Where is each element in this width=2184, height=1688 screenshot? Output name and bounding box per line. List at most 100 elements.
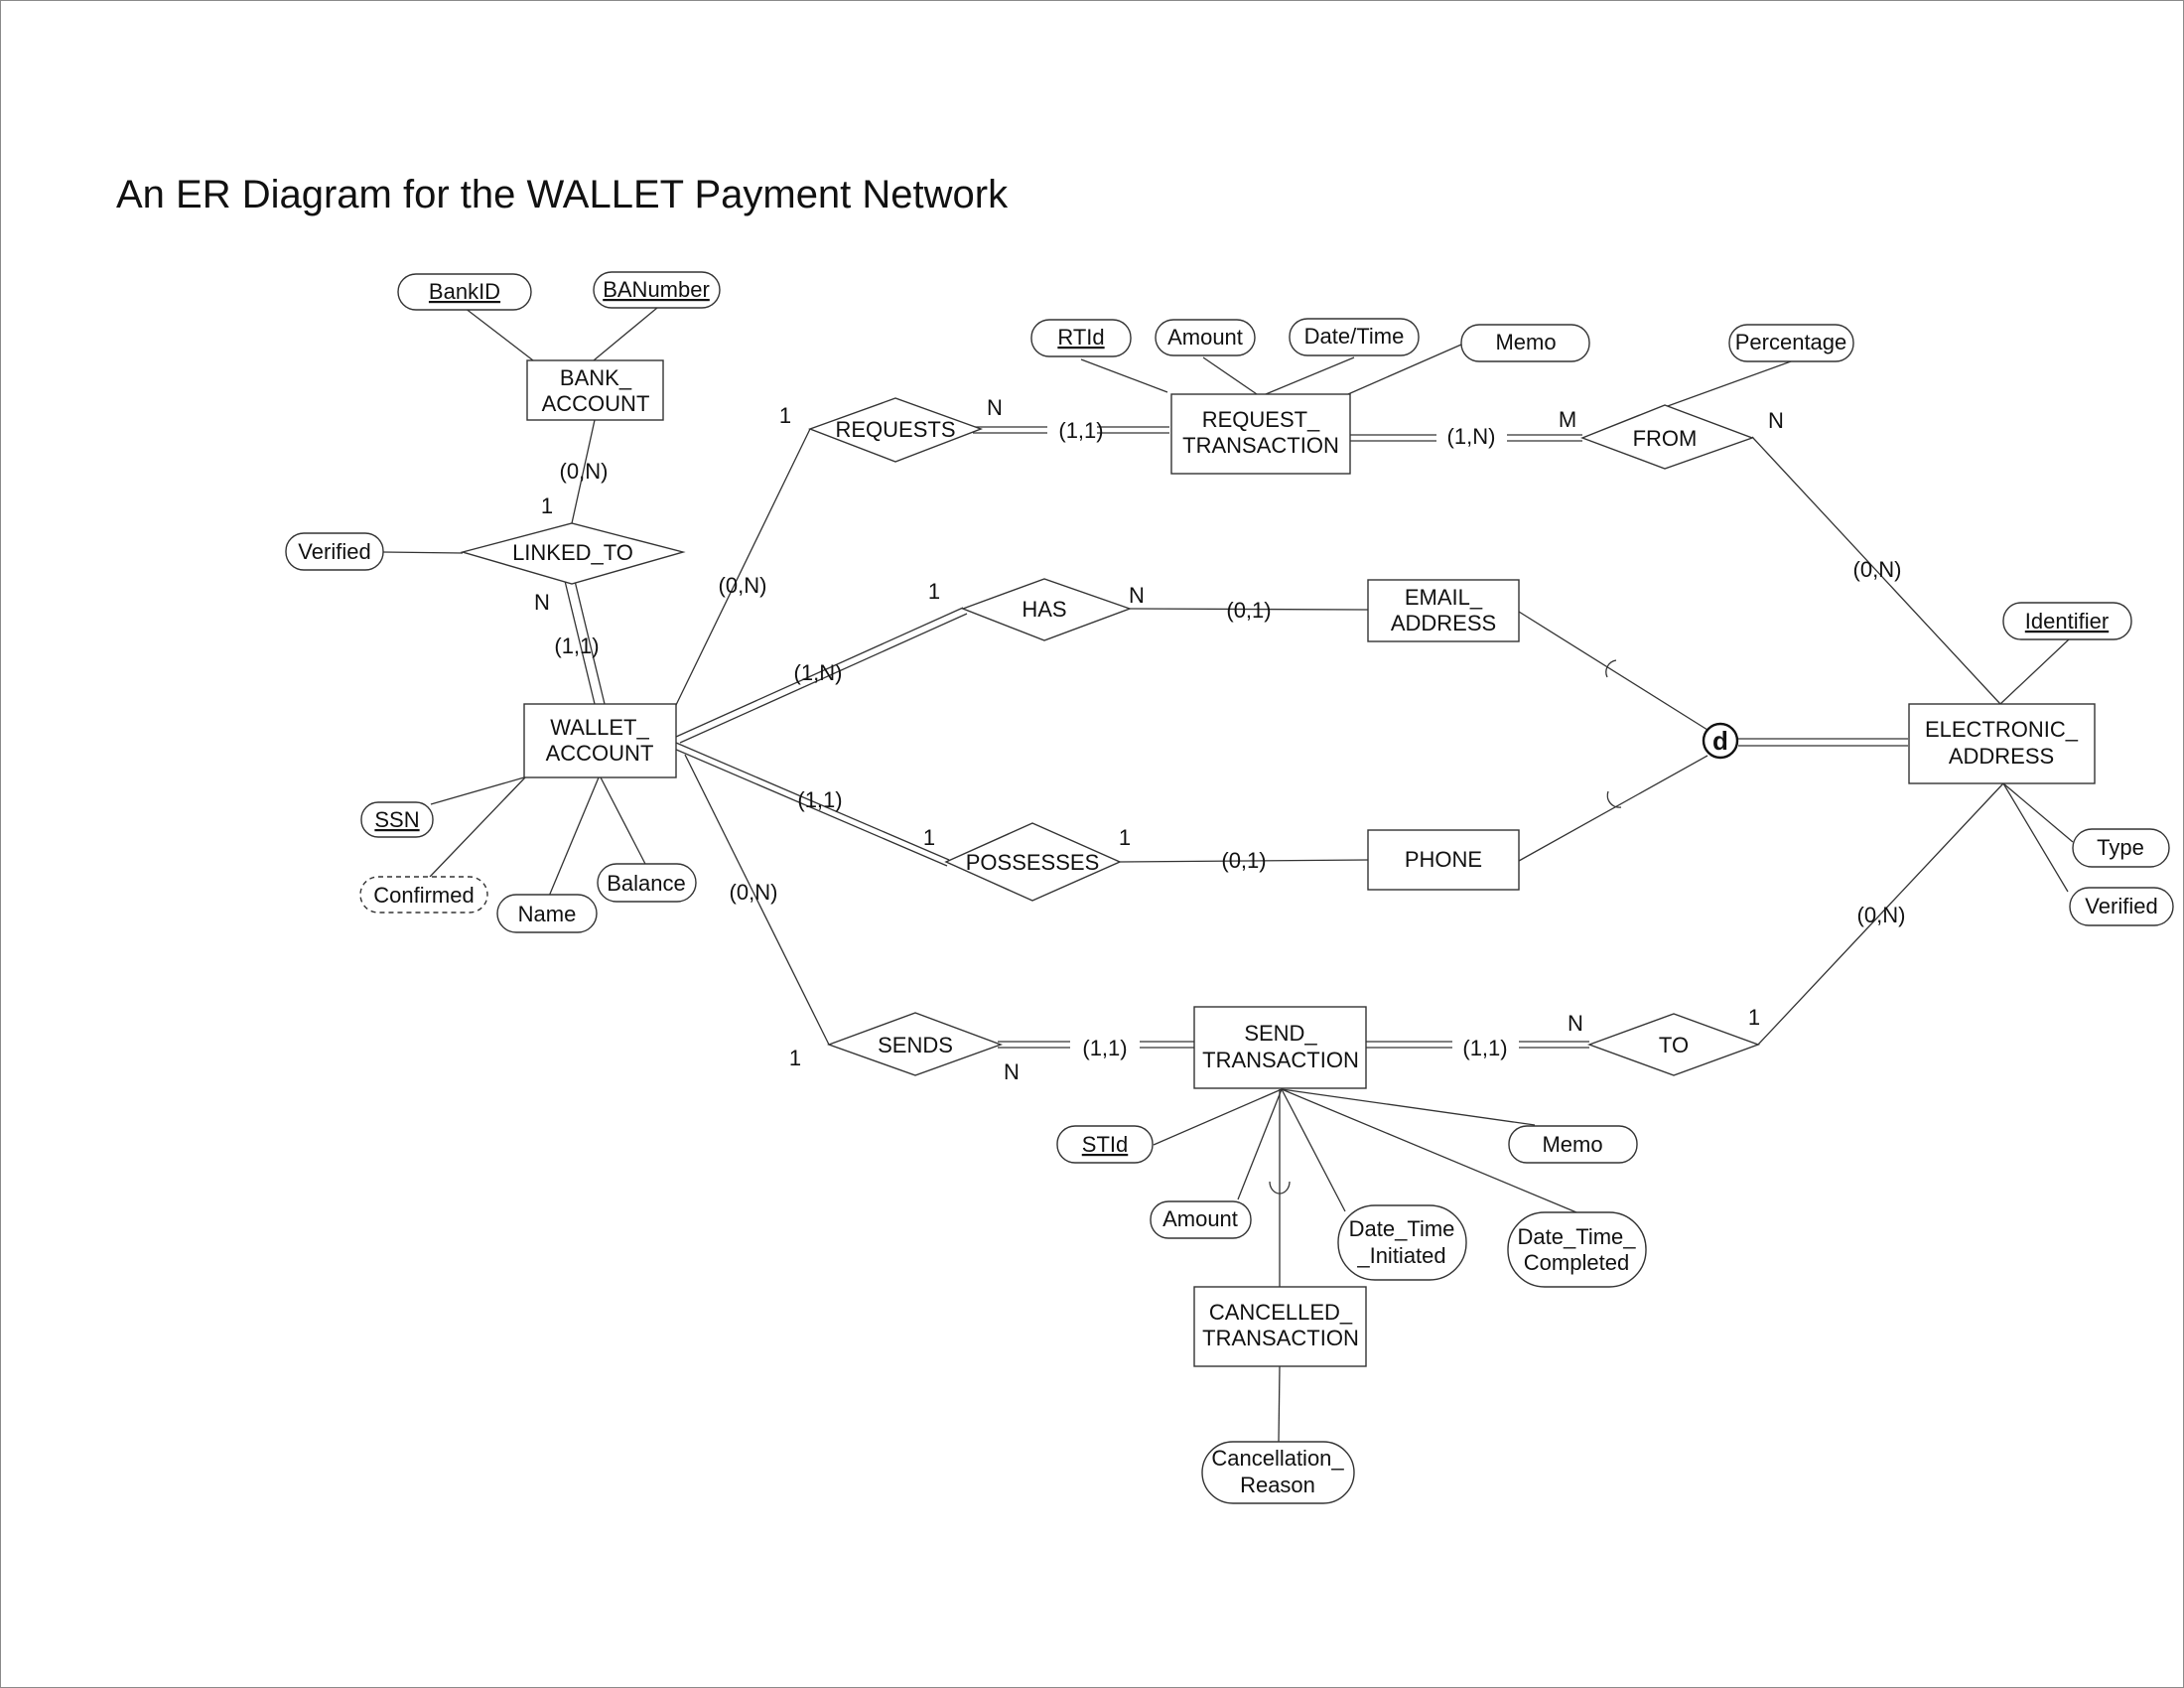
subset-symbol-phone [1606, 790, 1622, 808]
attribute-label: Amount [1162, 1206, 1238, 1231]
attribute-percentage[interactable]: Percentage [1728, 324, 1854, 362]
entity-label: WALLET_ [550, 715, 649, 740]
attribute-rt-amount[interactable]: Amount [1155, 319, 1256, 356]
attribute-rt-memo[interactable]: Memo [1460, 324, 1590, 362]
entity-label: TRANSACTION [1202, 1326, 1359, 1350]
entity-label: ADDRESS [1949, 744, 2054, 769]
attribute-label: BANumber [603, 277, 710, 302]
cardinality-label: (1,N) [794, 660, 843, 685]
attribute-label: Memo [1542, 1132, 1602, 1157]
relationship-to[interactable]: TO [1586, 1013, 1761, 1076]
attribute-ea-verified[interactable]: Verified [2069, 887, 2174, 926]
relationship-requests[interactable]: REQUESTS [807, 397, 984, 463]
relationship-label: TO [1659, 1033, 1689, 1057]
diagram-title: An ER Diagram for the WALLET Payment Net… [116, 173, 1009, 216]
relationship-from[interactable]: FROM [1580, 404, 1755, 470]
attribute-label: STId [1082, 1132, 1128, 1157]
cardinality-label: (0,N) [730, 880, 778, 905]
entity-wallet-account[interactable]: WALLET_ ACCOUNT [523, 703, 677, 778]
attribute-label: Date_Time [1349, 1216, 1455, 1241]
attribute-label: Verified [2085, 894, 2157, 918]
attribute-label: Date/Time [1304, 324, 1405, 349]
attribute-label: SSN [374, 807, 419, 832]
subset-symbol-cancelled [1269, 1181, 1291, 1195]
entity-cancelled-transaction[interactable]: CANCELLED_ TRANSACTION [1193, 1286, 1367, 1367]
attribute-label: Amount [1167, 325, 1243, 350]
attribute-date-time-initiated[interactable]: Date_Time _Initiated [1337, 1204, 1467, 1281]
cardinality-label: 1 [541, 493, 553, 518]
cardinality-label: 1 [1119, 825, 1131, 850]
relationship-possesses[interactable]: POSSESSES [944, 822, 1122, 902]
attribute-label: Balance [607, 871, 686, 896]
entity-label: TRANSACTION [1182, 433, 1339, 458]
attribute-date-time-completed[interactable]: Date_Time_ Completed [1507, 1211, 1647, 1288]
disjoint-symbol: d [1712, 726, 1728, 756]
attribute-confirmed[interactable]: Confirmed [359, 876, 488, 914]
attribute-label: Verified [298, 539, 370, 564]
cardinality-label: N [1129, 583, 1145, 608]
relationship-linked-to[interactable]: LINKED_TO [460, 522, 686, 585]
relationship-has[interactable]: HAS [961, 578, 1133, 641]
relationship-label: REQUESTS [835, 417, 955, 442]
entity-label: SEND_ [1244, 1021, 1317, 1046]
cardinality-label: 1 [779, 403, 791, 428]
attribute-cancellation-reason[interactable]: Cancellation_ Reason [1201, 1441, 1355, 1504]
entity-label: BANK_ [560, 365, 632, 390]
entity-label: TRANSACTION [1202, 1048, 1359, 1072]
entity-phone[interactable]: PHONE [1367, 829, 1520, 891]
entity-email-address[interactable]: EMAIL_ ADDRESS [1367, 579, 1520, 642]
attribute-label: Completed [1524, 1250, 1629, 1275]
attribute-linked-verified[interactable]: Verified [285, 532, 384, 571]
attribute-name[interactable]: Name [496, 894, 598, 933]
attribute-ssn[interactable]: SSN [360, 801, 434, 838]
cardinality-labels: (0,N) 1 N (1,1) 1 (0,N) N (1,1) (1,N) M … [534, 395, 1905, 1084]
attribute-label: Date_Time_ [1517, 1224, 1636, 1249]
attribute-label: _Initiated [1356, 1243, 1445, 1268]
subset-symbols [1269, 659, 1622, 1195]
attribute-bankid[interactable]: BankID [397, 273, 532, 311]
attribute-label: Name [518, 902, 577, 926]
attribute-stid[interactable]: STId [1056, 1125, 1154, 1164]
cardinality-label: (0,N) [1857, 903, 1906, 927]
relationship-label: FROM [1633, 426, 1698, 451]
entity-electronic-address[interactable]: ELECTRONIC_ ADDRESS [1908, 703, 2096, 784]
attribute-st-memo[interactable]: Memo [1508, 1125, 1638, 1164]
connector-lines [382, 307, 2074, 1443]
entity-label: ACCOUNT [546, 741, 654, 766]
attribute-type[interactable]: Type [2072, 828, 2170, 868]
relationship-sends[interactable]: SENDS [826, 1012, 1004, 1076]
cardinality-label: N [987, 395, 1003, 420]
cardinality-label: (1,1) [1058, 418, 1103, 443]
cardinality-label: (1,1) [1082, 1036, 1127, 1060]
attribute-label: Memo [1495, 330, 1556, 354]
relationship-label: LINKED_TO [512, 540, 633, 565]
cardinality-label: (0,N) [560, 459, 609, 484]
attribute-rt-datetime[interactable]: Date/Time [1289, 318, 1420, 356]
entity-label: CANCELLED_ [1209, 1300, 1353, 1325]
attribute-label: RTId [1057, 325, 1104, 350]
attribute-label: Identifier [2025, 609, 2109, 633]
attribute-balance[interactable]: Balance [597, 863, 697, 903]
cardinality-label: (0,N) [1853, 557, 1902, 582]
attribute-identifier[interactable]: Identifier [2002, 602, 2132, 640]
attribute-label: Type [2097, 835, 2144, 860]
entity-label: ELECTRONIC_ [1925, 717, 2079, 742]
entity-request-transaction[interactable]: REQUEST_ TRANSACTION [1170, 393, 1351, 475]
entity-send-transaction[interactable]: SEND_ TRANSACTION [1193, 1006, 1367, 1089]
relationship-label: HAS [1022, 597, 1066, 622]
cardinality-label: (1,N) [1447, 424, 1496, 449]
attribute-st-amount[interactable]: Amount [1150, 1200, 1252, 1239]
cardinality-label: 1 [928, 579, 940, 604]
attribute-rtid[interactable]: RTId [1030, 319, 1132, 357]
cardinality-label: (0,N) [719, 573, 767, 598]
cardinality-label: 1 [923, 825, 935, 850]
entity-bank-account[interactable]: BANK_ ACCOUNT [526, 359, 664, 421]
relationship-label: POSSESSES [966, 850, 1100, 875]
cardinality-label: 1 [1748, 1005, 1760, 1030]
attribute-label: Reason [1240, 1473, 1315, 1497]
attribute-banumber[interactable]: BANumber [593, 271, 721, 309]
cardinality-label: N [1004, 1059, 1020, 1084]
entity-label: ACCOUNT [542, 391, 650, 416]
cardinality-label: (1,1) [1462, 1036, 1507, 1060]
cardinality-label: N [534, 590, 550, 615]
